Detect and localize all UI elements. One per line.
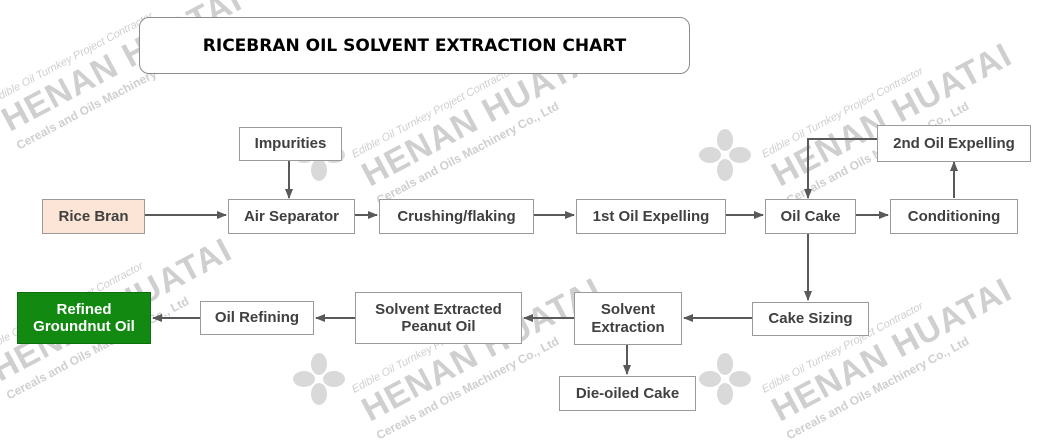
chart-title: RICEBRAN OIL SOLVENT EXTRACTION CHART [202,35,627,56]
node-air-separator: Air Separator [228,199,355,234]
chart-title-box: RICEBRAN OIL SOLVENT EXTRACTION CHART [139,17,690,74]
node-refined-oil: Refined Groundnut Oil [17,292,151,344]
node-crushing: Crushing/flaking [379,199,534,234]
arrow-second-to-cake [804,138,877,199]
node-cake-sizing: Cake Sizing [752,302,869,336]
node-first-expelling: 1st Oil Expelling [576,199,726,234]
node-second-expelling: 2nd Oil Expelling [877,125,1031,162]
node-solvent-extracted-oil: Solvent Extracted Peanut Oil [355,292,522,344]
node-dieoiled-cake: Die-oiled Cake [559,376,696,411]
node-solvent-extraction: Solvent Extraction [574,292,682,345]
flow-connectors [145,138,958,375]
node-conditioning: Conditioning [890,199,1018,234]
node-oil-refining: Oil Refining [200,301,314,335]
node-rice-bran: Rice Bran [42,199,145,234]
node-impurities: Impurities [239,127,342,161]
node-oil-cake: Oil Cake [765,199,856,234]
